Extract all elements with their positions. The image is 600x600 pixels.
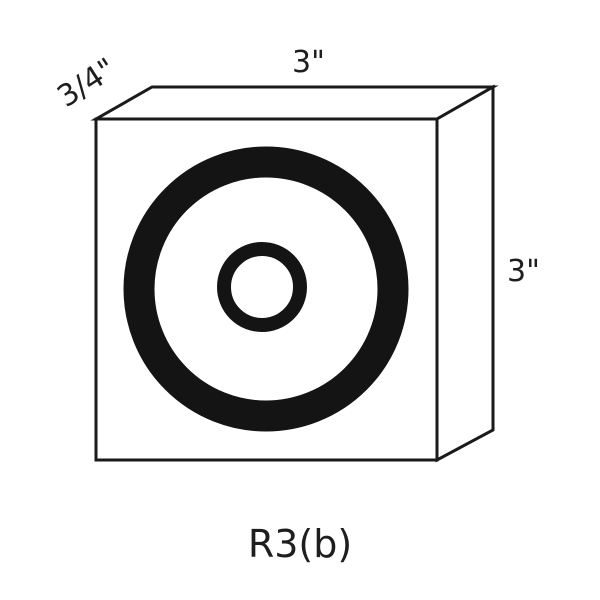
inner-ring — [217, 242, 307, 332]
outer-ring — [123, 146, 409, 432]
height-dimension-label: 3" — [507, 254, 540, 289]
part-code-caption: R3(b) — [248, 522, 352, 566]
block-side-face — [435, 84, 495, 463]
block-top-face — [90, 85, 499, 121]
depth-dimension-label: 3/4" — [51, 52, 122, 115]
width-dimension-label: 3" — [292, 45, 325, 80]
